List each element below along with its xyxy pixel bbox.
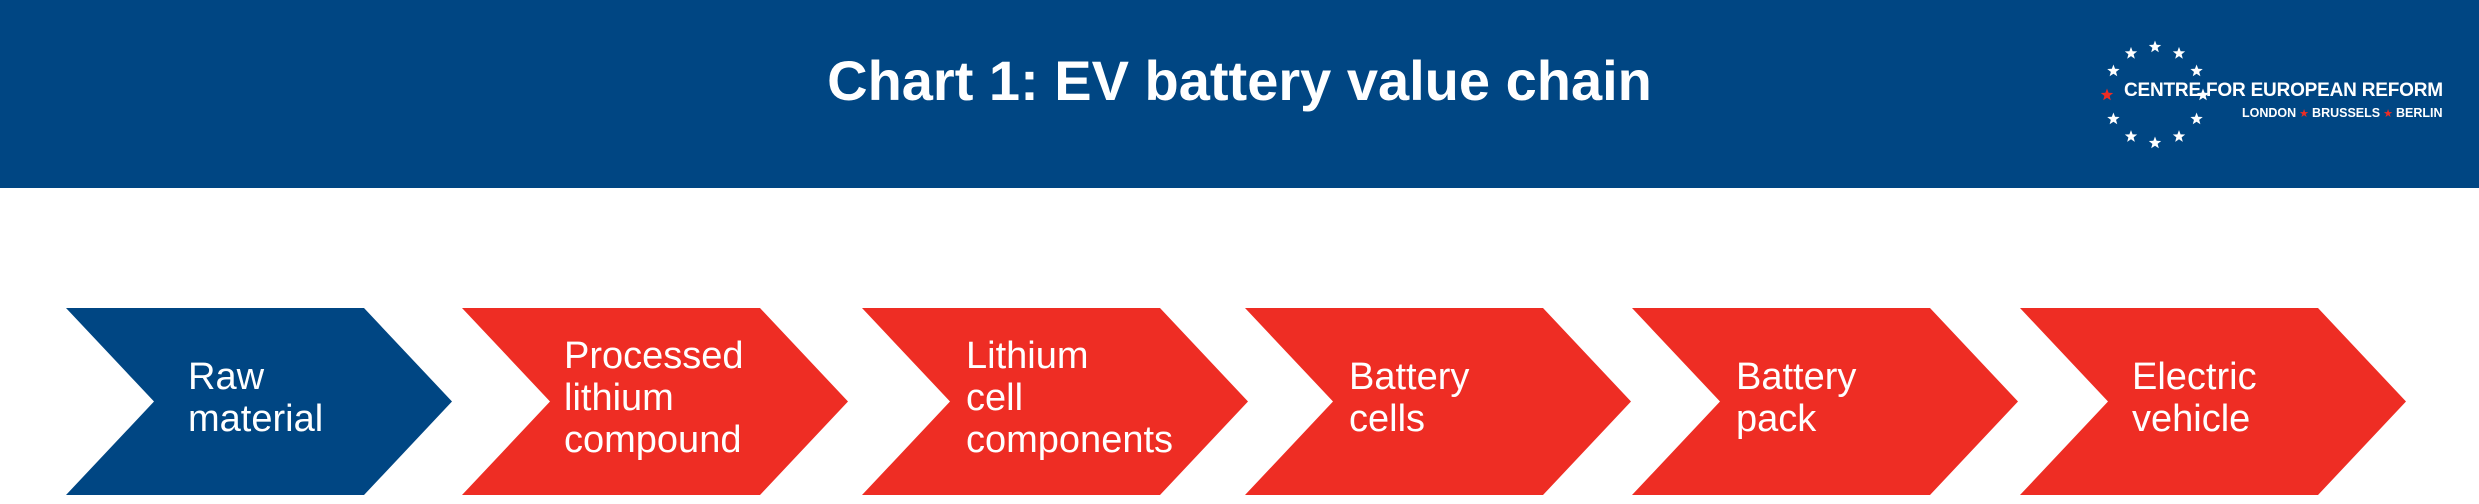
logo-city-london: LONDON: [2242, 106, 2297, 120]
eu-stars-ring-icon: [2100, 40, 2210, 149]
chevron-step-4: [1245, 308, 1631, 495]
city-separator-star-icon: ★: [2383, 108, 2393, 120]
chart-title: Chart 1: EV battery value chain: [827, 48, 1652, 112]
city-separator-star-icon: ★: [2299, 108, 2310, 120]
logo-city-brussels: BRUSSELS: [2312, 106, 2381, 120]
logo-star-icon: [2148, 136, 2162, 149]
logo-star-icon: [2100, 88, 2114, 101]
logo-star-icon: [2190, 64, 2203, 77]
logo-star-icon: [2107, 112, 2120, 125]
logo-star-icon: [2148, 40, 2162, 53]
header-banner: Chart 1: EV battery value chain CENTRE F…: [0, 0, 2479, 188]
step-label-line: components: [966, 418, 1174, 461]
logo-city-berlin: BERLIN: [2396, 106, 2443, 120]
step-label-line: Battery: [1349, 355, 1470, 398]
logo-star-icon: [2124, 130, 2138, 142]
logo-star-icon: [2172, 130, 2186, 142]
logo-star-icon: [2190, 112, 2203, 125]
step-label-line: cell: [966, 376, 1024, 419]
step-label-line: Lithium: [966, 334, 1089, 377]
step-label-line: Battery: [1736, 355, 1857, 398]
step-label-line: Processed: [564, 334, 744, 377]
step-label-line: pack: [1736, 397, 1817, 440]
step-label-line: Raw: [188, 355, 265, 398]
logo-star-icon: [2196, 88, 2210, 101]
chevron-step-1: [66, 308, 452, 495]
step-label-line: material: [188, 397, 324, 440]
chevron-step-3: [862, 308, 1248, 495]
step-label-line: compound: [564, 418, 742, 461]
logo-name: CENTRE FOR EUROPEAN REFORM: [2124, 80, 2443, 101]
logo-star-icon: [2172, 46, 2186, 59]
step-label-line: cells: [1349, 397, 1426, 440]
chevron-step-5: [1632, 308, 2018, 495]
step-label-line: vehicle: [2132, 397, 2251, 440]
step-label-line: lithium: [564, 376, 674, 419]
logo-star-icon: [2124, 46, 2138, 59]
logo-cities: LONDON★BRUSSELS★BERLIN: [2242, 106, 2443, 120]
step-label-line: Electric: [2132, 355, 2257, 398]
cer-logo: CENTRE FOR EUROPEAN REFORM LONDON★BRUSSE…: [2100, 40, 2443, 150]
chevron-step-2: [462, 308, 848, 495]
chevron-step-6: [2020, 308, 2406, 495]
logo-star-icon: [2107, 64, 2120, 77]
